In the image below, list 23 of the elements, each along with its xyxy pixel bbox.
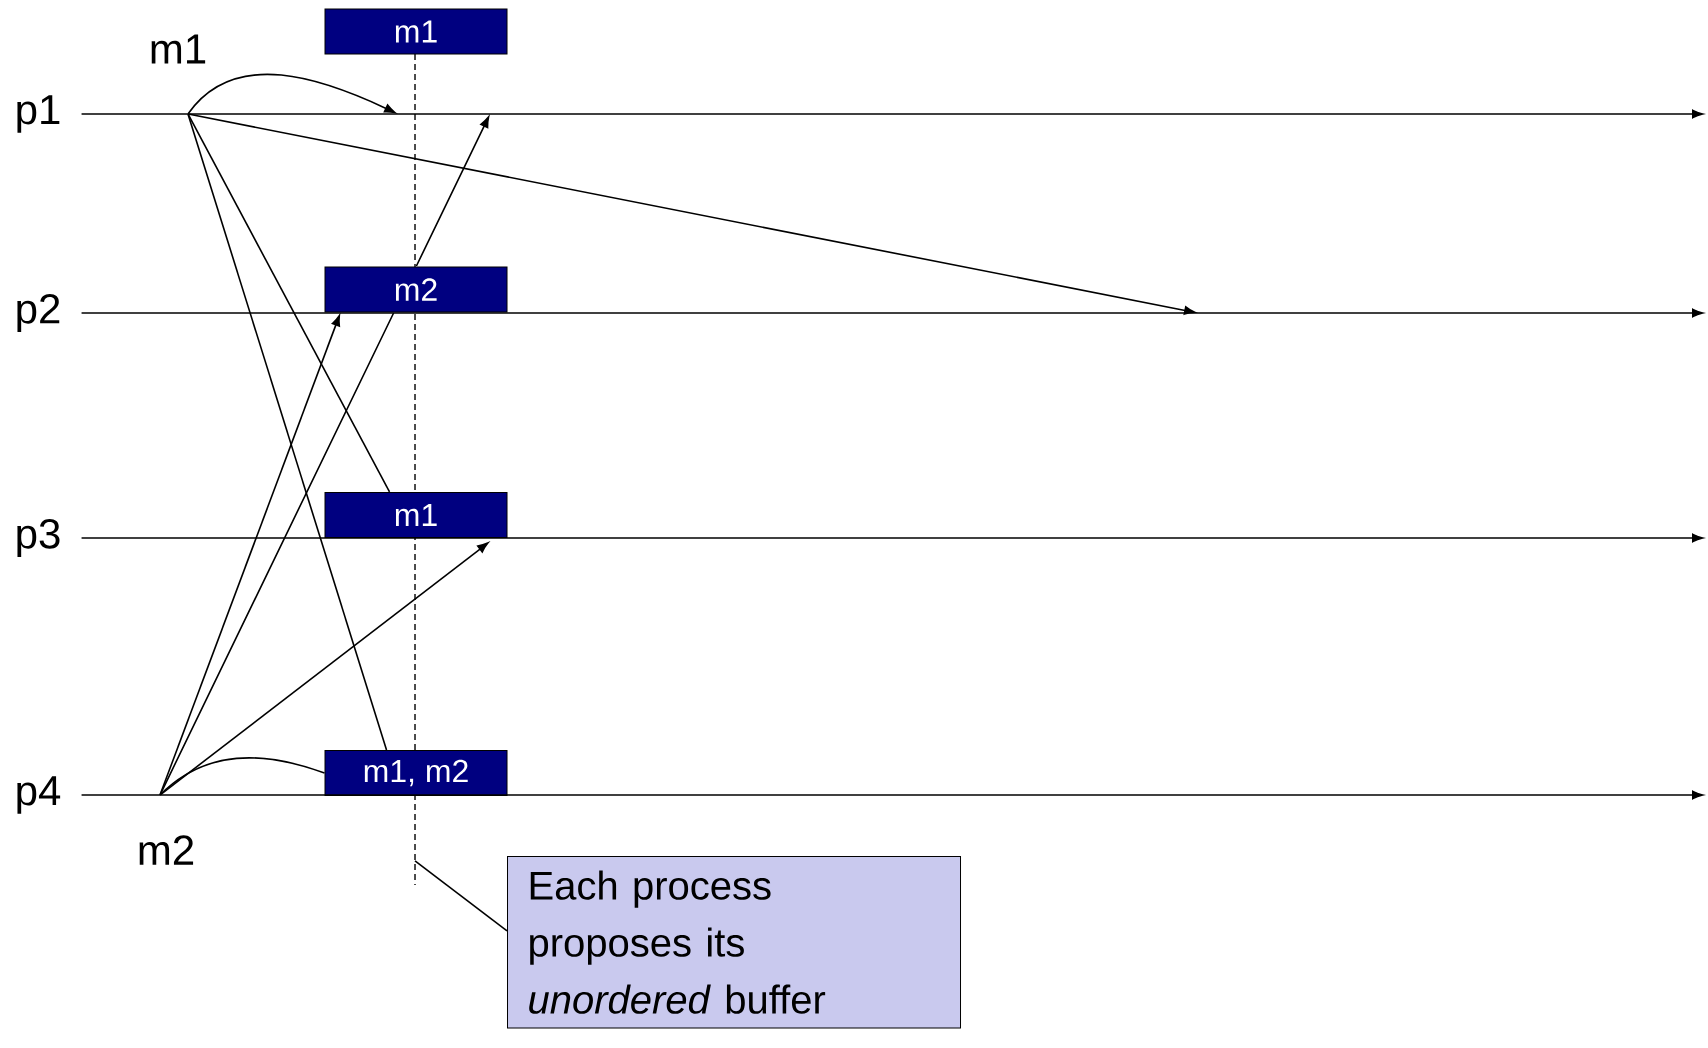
- process-label: p1: [17, 95, 60, 133]
- timeline-arrow: [80, 308, 1704, 318]
- message-line: [187, 113, 391, 493]
- buffer-box: m2: [324, 266, 508, 313]
- message-line: [159, 757, 326, 796]
- message-line: [187, 113, 388, 751]
- message-arrow: [159, 314, 341, 796]
- leader-line: [414, 860, 508, 932]
- message-arrow: [159, 116, 490, 796]
- process-label: p2: [17, 293, 60, 332]
- message-label: m1: [151, 34, 206, 64]
- buffer-box: m1: [324, 492, 508, 538]
- process-label: p4: [17, 776, 61, 814]
- process-label: p3: [17, 518, 60, 557]
- message-arrow: [187, 73, 396, 115]
- timeline-arrow: [80, 109, 1704, 119]
- callout-box: Each process proposes its unordered buffer: [507, 856, 961, 1029]
- buffer-box: m1: [324, 8, 508, 55]
- buffer-box: m1, m2: [324, 750, 508, 796]
- timeline-arrow: [80, 533, 1704, 543]
- message-label: m2: [139, 835, 194, 865]
- timeline-arrow: [80, 790, 1704, 800]
- message-arrow: [187, 113, 1196, 315]
